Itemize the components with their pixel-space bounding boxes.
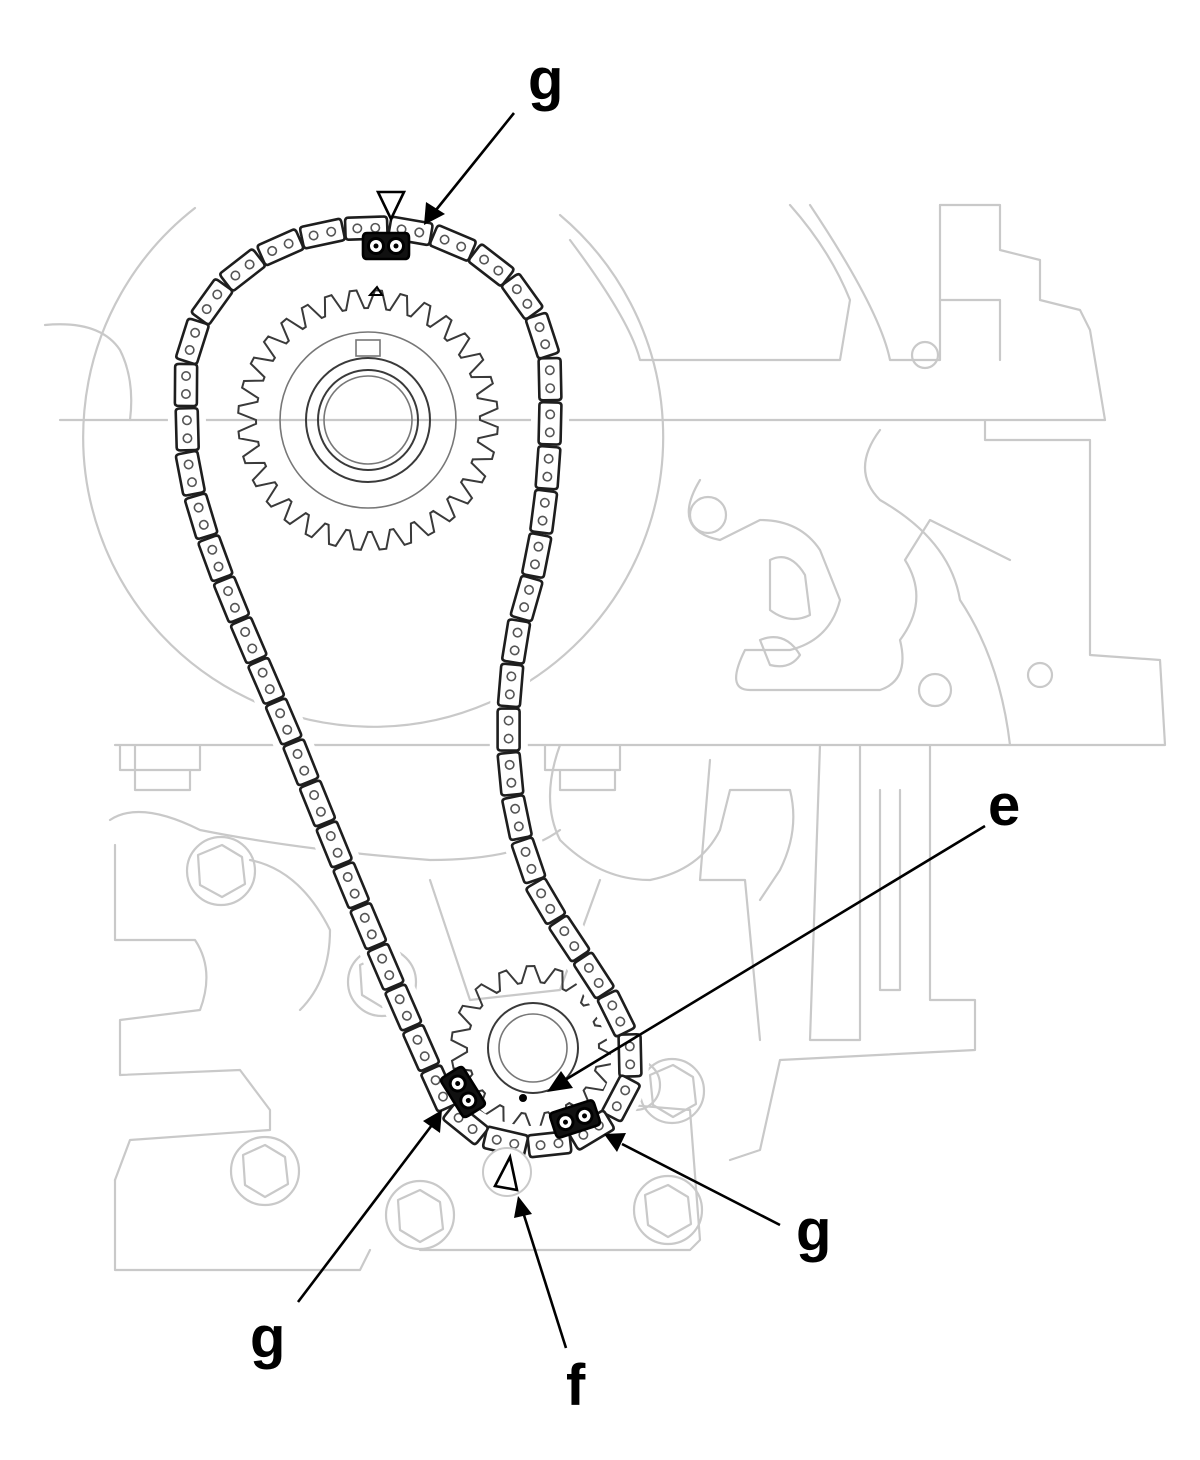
chain-link xyxy=(499,271,545,322)
timing-chain xyxy=(167,208,649,1164)
chain-link xyxy=(524,876,568,927)
crankshaft-sprocket xyxy=(450,964,616,1132)
chain-link xyxy=(595,988,637,1039)
sprockets xyxy=(237,285,616,1132)
label-e: e xyxy=(988,773,1020,838)
crank-sprocket-dot xyxy=(519,1094,527,1102)
cam-sprocket-mark xyxy=(367,285,384,296)
cam-timing-mark xyxy=(375,190,407,222)
chain-link xyxy=(537,400,563,446)
label-g-right: g xyxy=(796,1198,831,1263)
timing-marks xyxy=(375,190,532,1197)
label-g-left: g xyxy=(250,1305,285,1370)
chain-link xyxy=(217,247,268,293)
chain-link xyxy=(496,662,525,709)
crank-timing-mark xyxy=(482,1147,532,1197)
chain-link xyxy=(496,750,525,798)
label-f: f xyxy=(566,1353,586,1418)
camshaft-sprocket xyxy=(237,285,499,551)
chain-link xyxy=(174,406,201,452)
chain-link xyxy=(537,356,563,402)
leader-lines xyxy=(296,112,986,1349)
chain-link xyxy=(173,362,199,408)
chain-link xyxy=(496,707,521,752)
marked-link-top xyxy=(361,231,411,261)
label-g-top: g xyxy=(528,47,563,112)
chain-link xyxy=(528,488,559,536)
chain-link xyxy=(571,950,616,1001)
chain-link xyxy=(534,444,562,491)
